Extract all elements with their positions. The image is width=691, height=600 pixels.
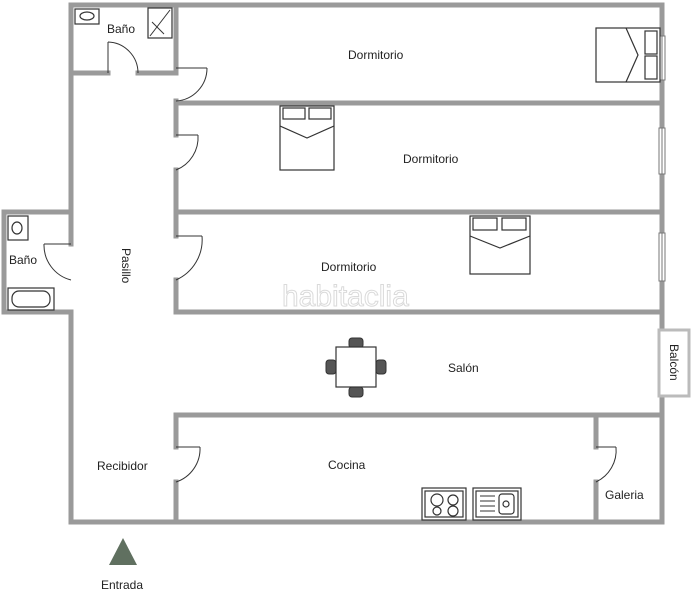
windows [658, 35, 666, 282]
watermark: habitaclia [282, 280, 409, 313]
bed-icon [469, 215, 531, 275]
kitchen-sink-icon [472, 487, 522, 521]
label-bano-top: Baño [107, 22, 135, 36]
label-dormitorio-2: Dormitorio [403, 152, 459, 166]
label-bano-left: Baño [9, 253, 37, 267]
interior-walls [68, 2, 665, 525]
entrance-arrow-icon [109, 538, 137, 565]
label-salon: Salón [448, 361, 479, 375]
label-pasillo: Pasillo [119, 248, 133, 284]
sink-icon [7, 215, 29, 241]
bathtub-icon [7, 287, 55, 311]
label-entrada: Entrada [101, 578, 143, 592]
bed-icon [279, 105, 335, 171]
label-cocina: Cocina [328, 458, 366, 472]
doors [43, 41, 617, 483]
cooktop-icon [421, 487, 467, 521]
sink-icon [74, 8, 100, 25]
balcony [657, 328, 691, 398]
label-recibidor: Recibidor [97, 459, 148, 473]
label-galeria: Galeria [605, 488, 644, 502]
dining-table-icon [325, 337, 387, 398]
label-dormitorio-3: Dormitorio [321, 260, 377, 274]
label-dormitorio-1: Dormitorio [348, 48, 404, 62]
shower-icon [147, 7, 173, 39]
furniture [7, 7, 661, 521]
label-balcon: Balcón [667, 344, 681, 381]
bed-icon [595, 27, 661, 83]
room-labels: Baño Dormitorio Dormitorio Dormitorio Ba… [9, 22, 681, 592]
